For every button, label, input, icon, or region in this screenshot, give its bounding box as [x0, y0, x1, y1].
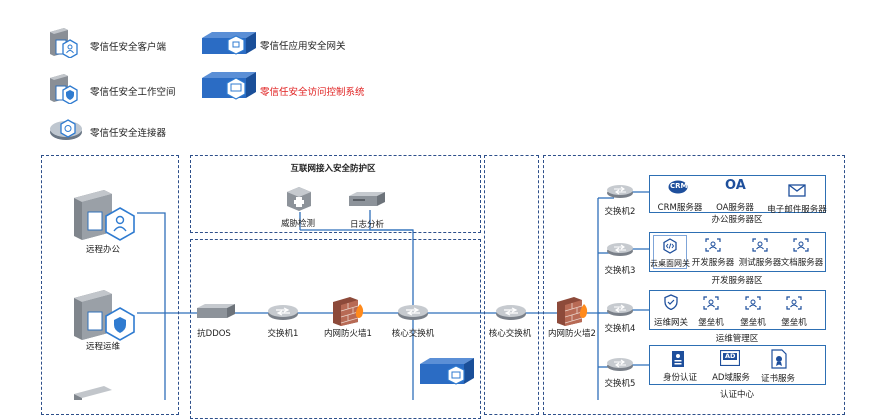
bastion2-label: 堡垒机 — [740, 318, 766, 328]
threat-detection-icon — [284, 186, 314, 215]
log-analysis-icon — [347, 190, 387, 213]
switch3-label: 交换机3 — [604, 266, 636, 276]
dev-area-name: 开发服务器区 — [711, 276, 763, 286]
switch5-icon — [605, 355, 635, 376]
cloud-gateway-frame — [653, 235, 687, 269]
switch3-icon — [605, 240, 635, 261]
cert-service-label: 证书服务 — [760, 374, 796, 384]
office-area-name: 办公服务器区 — [711, 215, 763, 225]
remote-ops-icon — [70, 290, 140, 345]
firewall1-icon — [330, 296, 368, 329]
doc-server-icon — [793, 238, 809, 255]
legend-workspace-icon — [46, 74, 82, 107]
cloud-gateway-label: 云桌面网关 — [650, 259, 690, 268]
ad-logo: AD — [720, 350, 740, 366]
zone-internet-protection — [190, 155, 481, 233]
mail-server-label: 电子邮件服务器 — [767, 205, 827, 215]
switch2-icon — [605, 182, 635, 203]
bastion1-label: 堡垒机 — [698, 318, 724, 328]
oa-logo: OA — [725, 178, 746, 193]
test-server-label: 测试服务器 — [738, 258, 782, 268]
legend-client-label: 零信任安全客户端 — [90, 42, 167, 53]
ops-gateway-label: 运维网关 — [653, 318, 689, 328]
ops-gateway-icon — [663, 294, 679, 313]
threat-detection-label: 威胁检测 — [280, 219, 316, 229]
core-switch-right-icon — [494, 302, 528, 325]
mail-icon — [788, 184, 806, 200]
legend-client-icon — [46, 28, 82, 61]
bastion3-icon — [786, 296, 802, 313]
dev-server-label: 开发服务器 — [691, 258, 735, 268]
anti-ddos-icon — [195, 302, 237, 325]
crm-logo: CRM — [668, 180, 688, 194]
zone-core-right — [484, 155, 539, 415]
ad-service-label: AD域服务 — [712, 373, 750, 383]
cert-icon — [770, 349, 788, 372]
remote-ops-label: 远程运维 — [85, 342, 121, 352]
ops-area-box — [649, 290, 826, 330]
id-auth-icon — [671, 350, 685, 371]
remote-office-icon — [70, 190, 140, 245]
legend-access-control-icon — [200, 70, 258, 107]
zone-internet-protection-title: 互联网接入安全防护区 — [290, 164, 376, 174]
switch1-label: 交换机1 — [267, 329, 299, 339]
bastion2-icon — [745, 296, 761, 313]
auth-area-name: 认证中心 — [719, 390, 755, 400]
doc-server-label: 文档服务器 — [780, 258, 824, 268]
bastion3-label: 堡垒机 — [781, 318, 807, 328]
test-server-icon — [752, 238, 768, 255]
oa-server-label: OA服务器 — [716, 203, 754, 213]
crm-server-label: CRM服务器 — [657, 203, 703, 213]
firewall2-icon — [554, 296, 592, 329]
firewall1-label: 内网防火墙1 — [324, 329, 372, 339]
legend-app-gateway-icon — [200, 30, 258, 63]
dev-server-icon — [705, 238, 721, 255]
core-switch-left-icon — [396, 302, 430, 325]
log-analysis-label: 日志分析 — [349, 220, 385, 230]
legend-workspace-label: 零信任安全工作空间 — [90, 87, 176, 98]
remote-device-icon — [70, 386, 120, 403]
bastion1-icon — [703, 296, 719, 313]
firewall2-label: 内网防火墙2 — [548, 329, 596, 339]
ops-area-name: 运维管理区 — [715, 334, 759, 344]
access-gateway-device-icon — [418, 356, 476, 389]
switch5-label: 交换机5 — [604, 379, 636, 389]
dev-server-box — [649, 232, 826, 272]
legend-connector-label: 零信任安全连接器 — [90, 128, 167, 139]
legend-connector-icon — [48, 116, 84, 145]
id-auth-label: 身份认证 — [662, 373, 698, 383]
anti-ddos-label: 抗DDOS — [197, 329, 231, 339]
core-switch-right-label: 核心交换机 — [488, 329, 532, 339]
switch1-icon — [266, 302, 300, 325]
legend-app-gateway-label: 零信任应用安全网关 — [260, 41, 346, 52]
cloud-desktop-icon — [662, 238, 678, 257]
legend-access-control-label: 零信任安全访问控制系统 — [260, 87, 365, 98]
switch4-label: 交换机4 — [604, 324, 636, 334]
remote-office-label: 远程办公 — [85, 245, 121, 255]
core-switch-left-label: 核心交换机 — [391, 329, 435, 339]
switch4-icon — [605, 300, 635, 321]
switch2-label: 交换机2 — [604, 207, 636, 217]
